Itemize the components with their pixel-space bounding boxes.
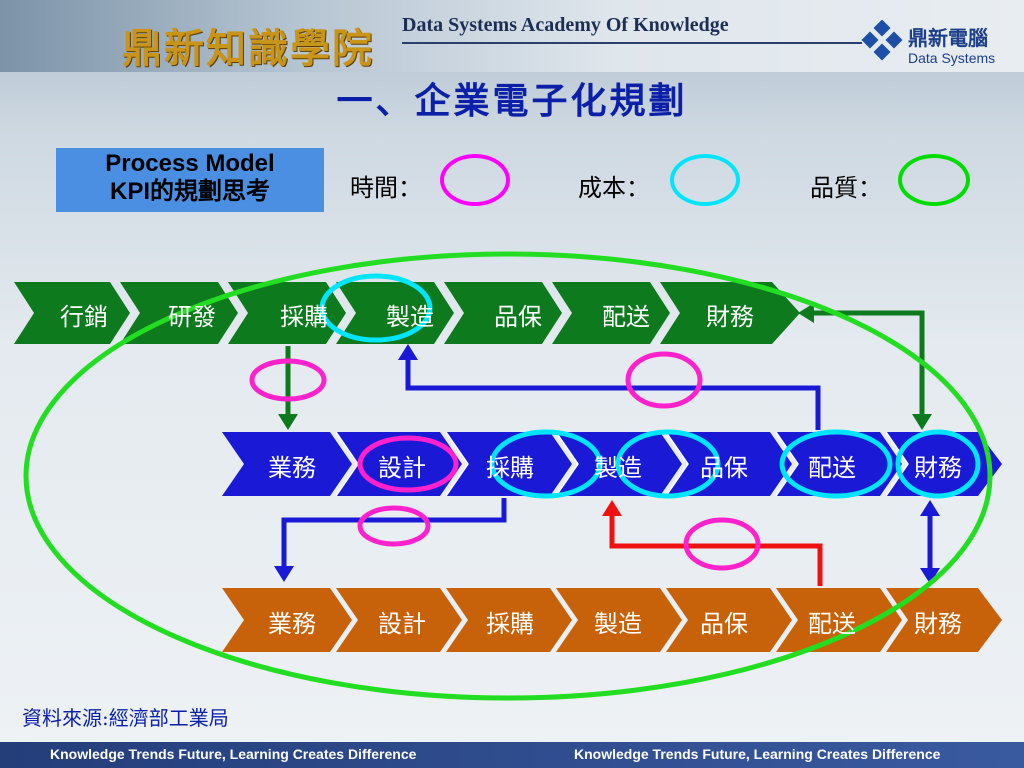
footer-tagline-left: Knowledge Trends Future, Learning Create… [50,746,417,762]
slide-title: 一、企業電子化規劃 [336,80,688,122]
time-ring-red-arrow [683,517,761,571]
green-segment [228,282,346,344]
legend-time-ring-icon [440,154,510,206]
kpi-box: Process Model KPI的規劃思考 [56,148,324,212]
legend-quality-label: 品質： [810,174,882,202]
blue-segment [222,432,352,496]
corp-logo: 鼎新電腦 Data Systems [858,20,1018,72]
corp-name-cn: 鼎新電腦 [908,26,988,50]
green-segment [14,282,130,344]
green-process-row [14,282,800,344]
green-down-arrowhead-right [912,414,932,430]
green-down-arrowhead [278,414,298,430]
blue-segment [776,432,902,496]
green-label-manufacture: 製造 [386,303,434,331]
orange-process-row [222,588,1002,652]
orange-label-finance: 財務 [914,610,962,638]
orange-segment [446,588,572,652]
green-return-line [812,310,925,418]
green-segment [552,282,670,344]
blue-down-arrowhead [274,566,294,582]
orange-label-manufacture: 製造 [594,610,642,638]
blue-up-arrowhead [398,344,418,360]
green-label-rnd: 研發 [168,303,216,331]
orange-segment [336,588,462,652]
corp-name-en: Data Systems [908,50,996,66]
diamond-logo-icon [861,20,903,61]
orange-label-purchase: 採購 [486,610,534,638]
blue-label-delivery: 配送 [808,454,856,482]
time-ring-blue-design [357,435,459,493]
green-label-purchase: 採購 [280,303,328,331]
academy-logo-cn: 鼎新知識學院 [122,25,374,72]
orange-segment [776,588,902,652]
green-label-marketing: 行銷 [60,303,108,331]
orange-label-quality: 品保 [700,610,748,638]
red-up-line [609,514,823,586]
red-up-arrowhead [602,500,622,516]
green-segment [660,282,800,344]
cost-ring-blue-purchase [489,429,603,499]
legend-cost-ring-icon [670,154,740,206]
green-label-delivery: 配送 [602,303,650,331]
orange-segment [222,588,352,652]
orange-segment [886,588,1002,652]
flow-arrows [274,303,940,586]
blue-label-design: 設計 [378,454,426,482]
cost-rings [319,273,981,499]
time-ring-green-arrow [249,358,327,402]
green-label-quality: 品保 [494,303,542,331]
academy-logo-en: Data Systems Academy Of Knowledge [402,14,729,36]
time-ring-blue-up-arrow [625,351,703,409]
kpi-box-line1: Process Model [105,150,275,177]
footer-tagline-right: Knowledge Trends Future, Learning Create… [574,746,941,762]
blue-double-arrowhead-up [920,500,940,516]
blue-segment [666,432,792,496]
orange-segment [666,588,792,652]
cost-ring-green-purchase [319,273,433,343]
header-underline [402,42,862,44]
green-segment [444,282,562,344]
blue-label-finance: 財務 [914,454,962,482]
orange-label-design: 設計 [378,610,426,638]
orange-label-sales: 業務 [268,610,316,638]
kpi-box-line2: KPI的規劃思考 [109,178,270,205]
cost-ring-blue-finance [895,429,981,499]
blue-label-purchase: 採購 [486,454,534,482]
blue-segment [446,432,572,496]
header-banner: 鼎新知識學院 Data Systems Academy Of Knowledge… [0,0,1024,72]
legend-quality-ring-icon [898,154,970,206]
orange-label-delivery: 配送 [808,610,856,638]
cost-ring-blue-delivery [779,429,893,499]
blue-label-manufacture: 製造 [594,454,642,482]
orange-segment [556,588,682,652]
time-ring-blue-down-arrow [357,505,431,547]
green-left-arrowhead [798,303,814,323]
time-rings [249,351,761,571]
blue-label-quality: 品保 [700,454,748,482]
legend-cost-label: 成本： [578,174,650,202]
blue-double-arrowhead-down [920,568,940,584]
quality-ellipse [23,251,993,701]
footer-bar: Knowledge Trends Future, Learning Create… [0,742,1024,768]
green-label-finance: 財務 [706,303,754,331]
source-note: 資料來源:經濟部工業局 [22,706,229,730]
blue-label-sales: 業務 [268,454,316,482]
legend-time-label: 時間： [350,174,422,202]
blue-up-line [405,358,821,430]
blue-down-line [281,498,507,568]
cost-ring-blue-quality [615,429,721,499]
